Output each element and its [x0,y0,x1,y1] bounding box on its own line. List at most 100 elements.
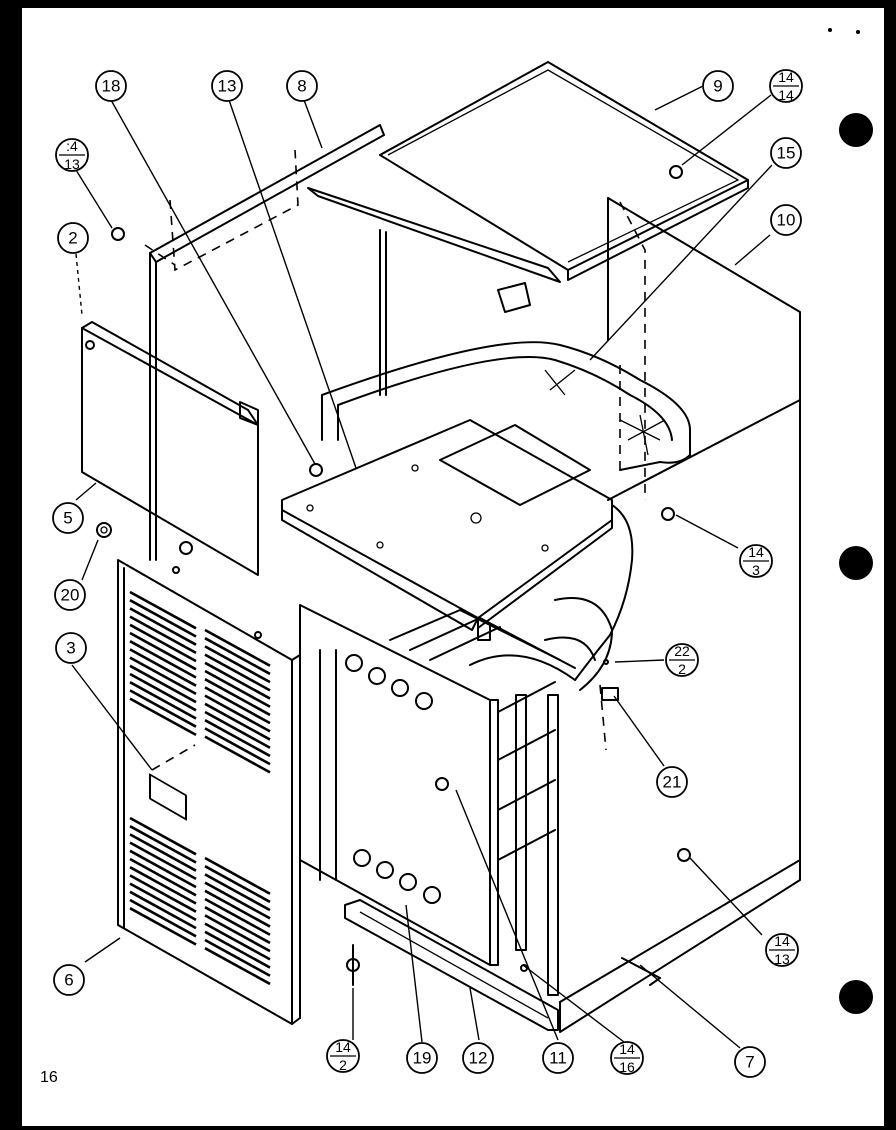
louver-slot [129,631,197,671]
louver-slot [204,653,271,692]
back-panel [144,124,387,561]
callout-fraction-4-13: :4 13 [55,138,89,172]
louver-slot [204,865,271,904]
louvered-front-door [117,559,301,1025]
louver-slot [129,672,197,712]
louver-slot [204,947,271,986]
louver-group [129,590,271,986]
callout-fraction-14-14: 14 14 [769,69,803,103]
louver-slot [129,664,197,704]
callout-20: 20 [54,579,86,611]
louver-slot [204,922,271,961]
louver-slot [129,590,197,630]
louver-slot [204,719,271,758]
louver-slot [204,881,271,920]
callout-fraction-14-13: 14 13 [765,933,799,967]
louver-slot [129,907,197,946]
svg-text:13: 13 [64,156,80,172]
svg-text:8: 8 [297,77,306,96]
louver-slot [204,889,271,928]
louver-slot [129,898,197,938]
louver-slot [129,882,197,922]
svg-text:5: 5 [63,509,72,528]
callout-19: 19 [406,1042,438,1074]
louver-slot [129,816,197,856]
svg-text::4: :4 [66,138,78,154]
svg-text:21: 21 [663,773,682,792]
svg-text:16: 16 [619,1059,635,1075]
louver-slot [129,874,197,913]
svg-text:10: 10 [777,211,796,230]
fasteners [96,165,691,986]
callout-7: 7 [734,1046,766,1078]
svg-text:19: 19 [413,1049,432,1068]
louver-slot [204,702,271,741]
top-cover-plate [281,419,613,641]
louver-slot [129,656,197,696]
louver-slot [204,678,271,717]
louver-slot [204,914,271,953]
louver-slot [204,930,271,969]
svg-text:15: 15 [777,144,796,163]
louver-slot [204,906,271,945]
louver-slot [204,694,271,733]
louver-slot [204,637,271,676]
louver-slot [204,645,271,684]
svg-text:14: 14 [619,1041,635,1057]
svg-text:11: 11 [549,1049,567,1068]
svg-text:3: 3 [752,562,760,578]
louver-slot [204,661,271,700]
svg-text:18: 18 [102,77,121,96]
binder-hole-middle [839,546,873,580]
svg-text:2: 2 [339,1057,347,1073]
louver-slot [204,628,271,667]
svg-text:14: 14 [774,933,790,949]
bottom-rail [344,899,559,1031]
svg-text:7: 7 [745,1053,754,1072]
louver-slot [129,599,197,638]
callout-18: 18 [95,70,127,102]
louver-slot [129,890,197,930]
louver-slot [129,607,197,646]
callout-fraction-14-3: 14 3 [739,544,773,578]
louver-slot [204,856,271,895]
louver-slot [204,873,271,912]
svg-text:2: 2 [678,661,686,677]
screw-icon [661,507,675,521]
side-panel-right [559,197,801,1003]
louver-slot [129,689,197,728]
callout-fraction-14-16: 14 16 [610,1041,644,1075]
svg-text:2: 2 [68,229,77,248]
svg-text:14: 14 [778,87,794,103]
svg-text:13: 13 [218,77,237,96]
svg-text:14: 14 [335,1039,351,1055]
binder-hole-top [839,113,873,147]
louver-slot [129,833,197,872]
louver-slot [204,938,271,977]
louver-slot [204,735,271,774]
page-number: 16 [40,1069,58,1086]
svg-text:12: 12 [469,1049,488,1068]
louver-slot [129,841,197,881]
leader-lines [71,85,773,1049]
louver-slot [204,897,271,936]
louver-slot [129,681,197,720]
base-pan [559,859,801,1033]
callout-15: 15 [770,137,802,169]
callout-8: 8 [286,70,318,102]
callout-12: 12 [462,1042,494,1074]
louver-slot [129,623,197,663]
screw-icon [111,227,125,241]
svg-text:3: 3 [66,639,75,658]
callout-9: 9 [702,70,734,102]
callout-11: 11 [542,1042,574,1074]
callout-fraction-14-2: 14 2 [326,1039,360,1073]
callout-21: 21 [656,766,688,798]
heat-exchanger [319,341,691,881]
svg-text:13: 13 [774,951,790,967]
access-door [81,321,259,576]
binder-hole-bottom [839,980,873,1014]
callout-6: 6 [53,964,85,996]
